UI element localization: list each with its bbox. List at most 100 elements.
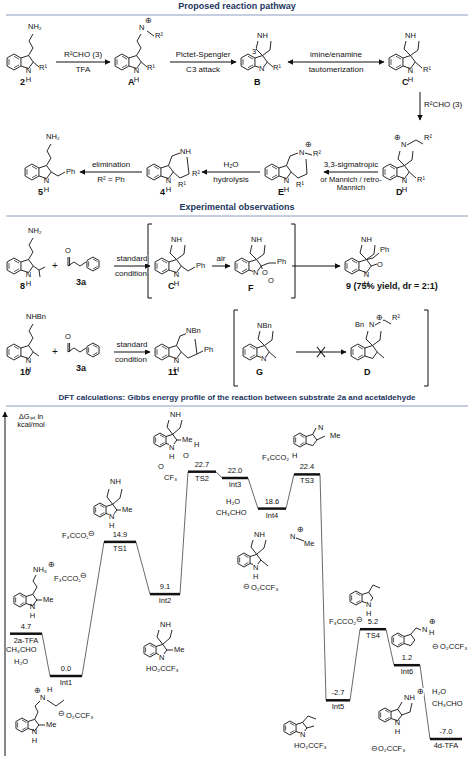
bond bbox=[235, 258, 249, 274]
atom-label: F₃CCO₂ bbox=[262, 454, 289, 462]
atom-label: ⊕ bbox=[34, 687, 41, 695]
atom-label: O₂CCF₃ bbox=[251, 584, 278, 592]
atom-label: N bbox=[109, 513, 114, 521]
bond bbox=[350, 591, 362, 605]
level-link bbox=[286, 474, 294, 508]
atom-label: F₃CCO₂ bbox=[329, 618, 356, 626]
atom-label: NBn bbox=[186, 327, 201, 335]
compound: GNBnN bbox=[240, 308, 294, 388]
bond bbox=[415, 62, 422, 68]
bond bbox=[157, 263, 158, 269]
bond bbox=[93, 353, 97, 356]
bond bbox=[9, 263, 10, 269]
energy-level bbox=[326, 699, 350, 702]
bond bbox=[369, 585, 380, 592]
bond bbox=[33, 575, 37, 594]
bond bbox=[352, 260, 357, 263]
label: CH₃CHO bbox=[216, 509, 247, 517]
bond bbox=[149, 169, 150, 175]
bond bbox=[267, 169, 268, 175]
atom-label: N bbox=[169, 444, 174, 452]
species-name: TS1 bbox=[113, 545, 127, 553]
bond bbox=[398, 151, 405, 166]
bond bbox=[243, 59, 244, 65]
bond bbox=[39, 725, 45, 726]
atom-label: ⊕ bbox=[297, 526, 304, 534]
bond bbox=[393, 637, 394, 642]
bond bbox=[35, 701, 40, 719]
bond bbox=[263, 41, 272, 56]
arrow-label: R²CHO (3) bbox=[64, 51, 102, 60]
bond bbox=[291, 224, 295, 298]
atom-label: O bbox=[65, 333, 71, 341]
bond bbox=[257, 540, 266, 554]
bond bbox=[366, 331, 373, 346]
bond bbox=[424, 310, 428, 386]
bond bbox=[300, 435, 304, 438]
bond bbox=[385, 710, 389, 713]
bond bbox=[287, 153, 299, 166]
atom-label: Me bbox=[122, 506, 132, 514]
bond bbox=[9, 59, 10, 65]
bond bbox=[242, 269, 247, 272]
bond bbox=[9, 349, 10, 355]
arrow-label: standard bbox=[116, 255, 147, 264]
bond bbox=[14, 260, 19, 263]
label: TFA bbox=[76, 66, 91, 75]
atom-label: ⊖ bbox=[371, 745, 378, 753]
bond bbox=[37, 600, 42, 601]
reaction-arrow bbox=[114, 352, 150, 353]
bond bbox=[69, 343, 70, 352]
bond bbox=[351, 344, 365, 360]
compound-number: 3a bbox=[76, 278, 86, 288]
bond bbox=[411, 41, 420, 56]
bond bbox=[358, 346, 363, 349]
atom-label: R² bbox=[424, 134, 432, 142]
bond bbox=[14, 593, 26, 607]
bond bbox=[25, 164, 39, 180]
bond bbox=[88, 261, 89, 266]
bond bbox=[22, 720, 26, 723]
atom-label: Me bbox=[43, 596, 53, 604]
energy-level bbox=[10, 632, 42, 635]
label: + bbox=[52, 260, 58, 271]
compound: 5NH₂N HPh bbox=[22, 122, 78, 200]
bond bbox=[7, 54, 21, 70]
compound: 4NHN HR¹R² bbox=[144, 122, 200, 200]
bond bbox=[291, 159, 307, 178]
bond bbox=[290, 731, 294, 734]
bond bbox=[294, 433, 306, 447]
compound: FNHNOOPh bbox=[232, 222, 290, 298]
bond bbox=[14, 346, 19, 349]
atom-label: N H bbox=[363, 270, 370, 288]
arrow-label: H₂O bbox=[223, 161, 238, 170]
atom-label: NBn bbox=[257, 322, 272, 330]
bond bbox=[396, 65, 401, 68]
bond bbox=[160, 435, 164, 438]
bond bbox=[251, 540, 257, 554]
bond bbox=[345, 258, 359, 274]
atom-label: O bbox=[377, 261, 383, 269]
atom-label: O bbox=[158, 463, 164, 471]
bond bbox=[265, 164, 279, 180]
reaction-arrow bbox=[288, 62, 384, 63]
section-title: Experimental observations bbox=[179, 203, 294, 213]
atom-label: N H bbox=[165, 176, 172, 194]
atom-label: Ph bbox=[196, 262, 205, 270]
energy-value: 22.4 bbox=[300, 463, 315, 471]
bond bbox=[169, 153, 181, 166]
atom-label: NHBn bbox=[26, 313, 46, 321]
bond bbox=[347, 263, 348, 269]
bond bbox=[245, 349, 246, 355]
arrow-label: 3,3-sigmatropic bbox=[324, 161, 379, 170]
atom-label: NH₃ bbox=[33, 566, 47, 574]
bond bbox=[113, 489, 122, 504]
bond bbox=[353, 349, 354, 355]
atom-label: NH₂ bbox=[28, 23, 42, 31]
atom-label: Ph bbox=[380, 246, 389, 254]
bond bbox=[241, 54, 255, 70]
compound-number: 8 bbox=[20, 282, 25, 292]
atom-label: O bbox=[268, 277, 274, 285]
